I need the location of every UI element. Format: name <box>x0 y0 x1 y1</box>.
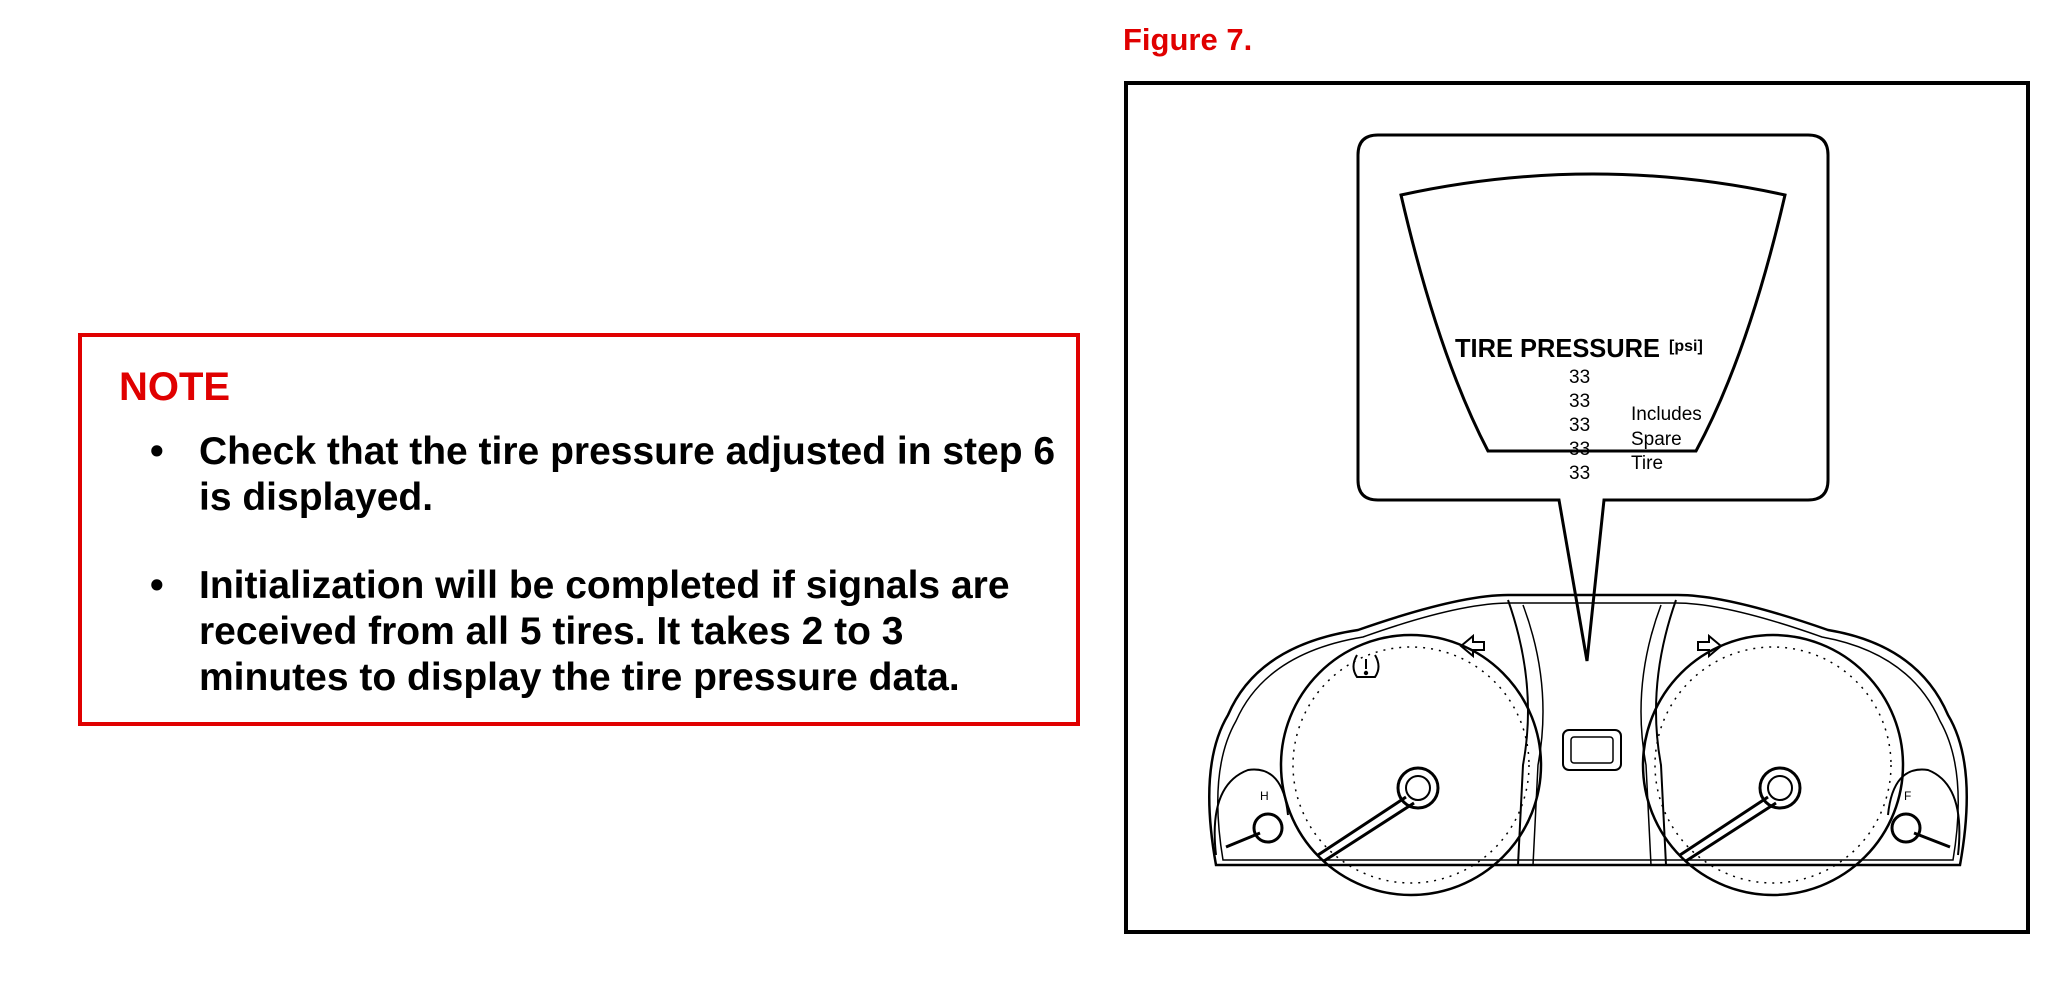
figure-label: Figure 7. <box>1123 22 1253 57</box>
temperature-needle <box>1225 831 1261 849</box>
bullet: • <box>150 430 164 473</box>
tachometer <box>1641 633 1905 897</box>
note-text: Initialization will be completed if sign… <box>199 564 1010 699</box>
pressure-value: 33 <box>1569 391 1590 412</box>
list-item: • Check that the tire pressure adjusted … <box>82 429 1056 521</box>
display-screen <box>1399 172 1787 453</box>
center-panel <box>1507 599 1677 866</box>
note-title: NOTE <box>119 365 231 409</box>
tachometer-inner <box>1654 646 1892 884</box>
temperature-mark: H <box>1260 789 1269 803</box>
temperature-hub <box>1252 812 1284 844</box>
tachometer-needle <box>1679 795 1777 863</box>
figure-frame: TIRE PRESSURE [psi] 33 33 33 33 33 Inclu… <box>1124 81 2030 934</box>
note-box: NOTE • Check that the tire pressure adju… <box>78 333 1080 726</box>
speedometer-inner <box>1292 646 1530 884</box>
cluster-housing <box>1208 593 1968 867</box>
spare-note: Tire <box>1631 453 1663 474</box>
speedometer-needle <box>1317 795 1415 863</box>
tpms-warning-icon <box>1352 654 1380 678</box>
pressure-value: 33 <box>1569 463 1590 484</box>
spare-note: Includes <box>1631 404 1702 425</box>
speedometer <box>1279 633 1543 897</box>
fuel-mark: F <box>1904 789 1911 803</box>
center-panel-inner <box>1522 604 1662 866</box>
list-item: • Initialization will be completed if si… <box>82 563 1056 701</box>
note-list: • Check that the tire pressure adjusted … <box>82 429 1056 743</box>
left-turn-signal-icon <box>1459 633 1485 659</box>
spare-note: Spare <box>1631 429 1682 450</box>
pressure-value: 33 <box>1569 415 1590 436</box>
fuel-needle <box>1913 831 1951 849</box>
speedometer-hub-inner <box>1405 775 1431 801</box>
center-indicator <box>1562 729 1622 771</box>
note-text: Check that the tire pressure adjusted in… <box>199 430 1056 519</box>
tachometer-hub-inner <box>1767 775 1793 801</box>
center-indicator-inner <box>1570 736 1614 764</box>
right-turn-signal-icon <box>1697 633 1723 659</box>
display-title: TIRE PRESSURE <box>1455 333 1660 363</box>
speedometer-hub <box>1396 766 1440 810</box>
pressure-value: 33 <box>1569 367 1590 388</box>
pressure-value: 33 <box>1569 439 1590 460</box>
display-unit: [psi] <box>1669 338 1703 355</box>
instrument-cluster-illustration: TIRE PRESSURE [psi] 33 33 33 33 33 Inclu… <box>1208 133 1968 897</box>
bullet: • <box>150 564 164 607</box>
fuel-gauge <box>1887 768 1961 856</box>
fuel-hub <box>1890 812 1922 844</box>
temperature-gauge <box>1213 768 1289 856</box>
tachometer-hub <box>1758 766 1802 810</box>
